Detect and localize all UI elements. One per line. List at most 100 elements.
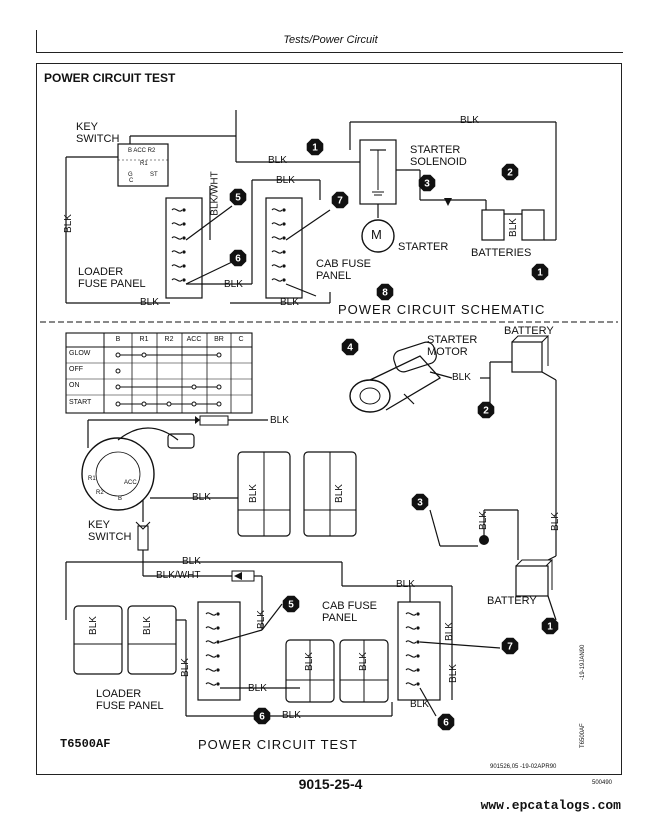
- ks-terms-mid: R1: [140, 161, 148, 167]
- cab-fuse-lower-line-2: PANEL: [322, 612, 358, 624]
- cab-fuse-panel-label-lower: CAB FUSE PANEL: [322, 600, 377, 624]
- starter-solenoid-label: STARTER SOLENOID: [410, 144, 467, 168]
- wire-label: BLK: [224, 279, 243, 290]
- wire-label-blk-wht: BLK/WHT: [209, 171, 221, 216]
- wire-label: BLK: [268, 155, 287, 166]
- ks-term-st: ST: [150, 172, 158, 178]
- loader-fuse-lower-line-2: FUSE PANEL: [96, 700, 164, 712]
- table-column-header: ACC: [186, 336, 202, 343]
- loader-fuse-panel: [165, 197, 203, 299]
- bottom-code: 901526,05 -19-02APR90: [490, 764, 557, 770]
- relay-label: BLK: [141, 616, 153, 635]
- callout-number: 6: [443, 718, 449, 729]
- table-dot: [191, 384, 197, 390]
- callout-number: 3: [417, 498, 423, 509]
- batteries-label: BATTERIES: [471, 247, 532, 259]
- table-row-label: ON: [69, 382, 80, 389]
- ks-term-acc: ACC: [124, 480, 137, 486]
- page-number: 9015-25-4: [298, 776, 363, 792]
- callout-tag: 2: [477, 401, 495, 419]
- relay-label: BLK: [247, 484, 259, 503]
- key-switch-lower-line-1: KEY: [88, 519, 111, 531]
- wire-label: BLK: [62, 214, 74, 233]
- callout-tag: 7: [501, 637, 519, 655]
- loader-fuse-line-2: FUSE PANEL: [78, 278, 146, 290]
- page-header-rule: [36, 30, 623, 53]
- callout-tag: 8: [376, 283, 394, 301]
- test-caption: POWER CIRCUIT TEST: [198, 737, 358, 752]
- cab-fuse-panel-lower: [397, 601, 441, 701]
- schematic-caption: POWER CIRCUIT SCHEMATIC: [338, 302, 546, 317]
- callout-number: 1: [312, 143, 318, 154]
- loader-fuse-panel-label-lower: LOADER FUSE PANEL: [96, 688, 164, 712]
- relay-label: BLK: [357, 652, 369, 671]
- loader-fuse-lower-line-1: LOADER: [96, 688, 142, 700]
- wire-label: BLK: [248, 683, 267, 694]
- callout-tag: 5: [282, 595, 300, 613]
- figure-title: POWER CIRCUIT TEST: [44, 71, 176, 85]
- wire-label: BLK: [282, 710, 301, 721]
- key-switch-lower-line-2: SWITCH: [88, 531, 132, 543]
- watermark: www.epcatalogs.com: [480, 798, 621, 813]
- callout-tag: 3: [418, 174, 436, 192]
- callout-number: 5: [235, 193, 241, 204]
- wire-label: BLK: [477, 511, 489, 530]
- wire-label: BLK: [140, 297, 159, 308]
- battery-label-lower: BATTERY: [487, 595, 537, 607]
- key-switch-label-lower: KEY SWITCH: [88, 519, 131, 543]
- table-row-label: GLOW: [69, 350, 91, 357]
- ks-term-c: C: [129, 178, 134, 184]
- starter-solenoid-line-1: STARTER: [410, 144, 461, 156]
- key-switch-label: KEY SWITCH: [76, 121, 119, 145]
- relay-label: BLK: [87, 616, 99, 635]
- key-switch-line-2: SWITCH: [76, 133, 120, 145]
- relay-boxes-cab: [285, 639, 389, 703]
- wire-label: BLK: [255, 610, 267, 629]
- figure-id: T6500AF: [60, 737, 111, 751]
- table-dot: [216, 384, 222, 390]
- callout-number: 3: [424, 179, 430, 190]
- starter-motor-symbol: [361, 219, 395, 253]
- relay-boxes-upper: [237, 451, 357, 537]
- wire-label: BLK: [452, 372, 471, 383]
- battery-2: [521, 209, 545, 241]
- callout-tag: 3: [411, 493, 429, 511]
- table-column-header: R1: [139, 336, 149, 343]
- table-row-label: OFF: [69, 366, 83, 373]
- key-switch-body: [81, 437, 155, 511]
- callout-number: 6: [259, 712, 265, 723]
- table-column-header: R2: [164, 336, 174, 343]
- callout-tag: 4: [341, 338, 359, 356]
- callout-number: 2: [507, 168, 513, 179]
- wire-label: BLK: [549, 512, 561, 531]
- cab-fuse-lower-line-1: CAB FUSE: [322, 600, 378, 612]
- callout-tag: 6: [229, 249, 247, 267]
- figure-frame: [36, 63, 622, 775]
- table-dot: [115, 401, 121, 407]
- section-title: Tests/Power Circuit: [283, 34, 378, 46]
- relay-label: BLK: [303, 652, 315, 671]
- battery-lower: [515, 565, 549, 597]
- wire-label: BLK: [443, 622, 455, 641]
- battery-upper: [511, 341, 543, 373]
- loader-fuse-panel-lower: [197, 601, 241, 701]
- callout-tag: 6: [253, 707, 271, 725]
- starter-label: STARTER: [398, 241, 449, 253]
- ks-term-b: B: [118, 496, 123, 502]
- callout-number: 7: [507, 642, 513, 653]
- cab-fuse-panel: [265, 197, 303, 299]
- cab-fuse-line-1: CAB FUSE: [316, 258, 372, 270]
- ks-term-g: G: [128, 172, 133, 178]
- battery-label-upper: BATTERY: [504, 325, 554, 337]
- cab-fuse-line-2: PANEL: [316, 270, 352, 282]
- callout-tag: 1: [531, 263, 549, 281]
- callout-number: 6: [235, 254, 241, 265]
- callout-number: 5: [288, 600, 294, 611]
- wire-label: BLK: [280, 297, 299, 308]
- callout-tag: 6: [437, 713, 455, 731]
- table-column-header: C: [238, 336, 244, 343]
- starter-motor-line-2: MOTOR: [427, 346, 468, 358]
- callout-tag: 2: [501, 163, 519, 181]
- side-code-1: -19-19JAN90: [580, 644, 586, 680]
